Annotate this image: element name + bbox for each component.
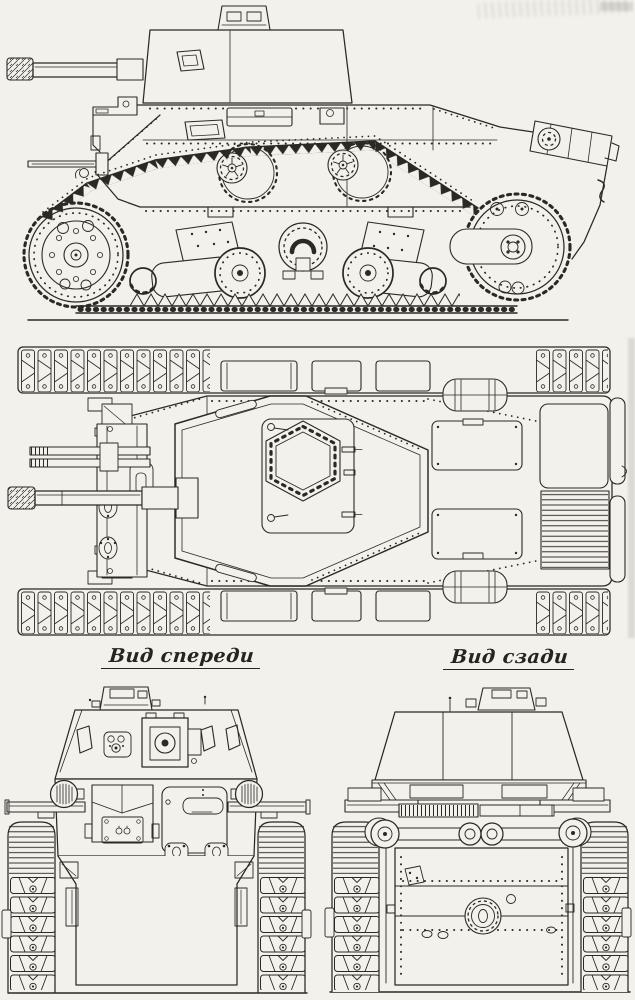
front-track-left: [1, 821, 56, 993]
headlight-right: [234, 779, 264, 809]
tow-hook: [79, 168, 89, 178]
rear-track-left: [324, 821, 380, 993]
cupola-front: [91, 686, 161, 711]
hull-front-plate: [54, 778, 258, 862]
front-view-label: Вид спереди: [100, 645, 263, 669]
rear-wheel-drums: [442, 378, 508, 604]
rear-fenders: [344, 787, 611, 818]
tank-side-view-drawing: [6, 5, 620, 321]
rear-wheel: [449, 192, 572, 302]
upper-track-run: [41, 135, 479, 225]
front-track-right: [257, 821, 312, 993]
front-wheel: [22, 201, 130, 309]
top-track-upper: [17, 346, 611, 395]
turret-vision-port: [176, 49, 205, 72]
rear-hatch-cap: [464, 897, 502, 935]
top-gun: [7, 442, 199, 519]
turret-front-face: [54, 695, 258, 780]
headlight-left: [49, 779, 79, 809]
hull-front-structures: [27, 96, 138, 179]
rear-axles: [364, 817, 592, 849]
rear-deck-muffler: [529, 120, 620, 260]
gun-muzzle-front: [161, 739, 169, 747]
top-track-lower: [17, 587, 611, 636]
lower-hull-front: [57, 855, 255, 986]
muzzle-brake-top: [7, 486, 36, 510]
return-rollers: [216, 141, 393, 204]
mg-ball-mount: [103, 731, 132, 758]
rear-hook: [597, 179, 605, 203]
engine-deck: [431, 403, 610, 570]
cupola: [217, 5, 271, 31]
turret-roof-hatch: [261, 418, 363, 534]
driver-hatch: [91, 784, 154, 843]
fenders-headlights: [4, 779, 311, 819]
tank-top-view-drawing: [7, 346, 627, 636]
main-gun: [6, 57, 144, 81]
rear-view-label: Вид сзади: [442, 646, 577, 670]
tank-front-view-drawing: [1, 686, 312, 994]
vision-slit-left: [76, 725, 93, 754]
rear-bracket: [404, 865, 425, 886]
hull-side: [94, 104, 534, 218]
tank-rear-view-drawing: [324, 687, 632, 993]
bottom-track-run: [75, 292, 518, 314]
vision-slit-right: [200, 725, 216, 752]
rear-track-right: [580, 821, 632, 993]
rear-plate: [385, 844, 575, 986]
hull-rear-top-band: [371, 779, 587, 801]
suspension: [129, 221, 447, 299]
turret-side: [142, 29, 353, 104]
muzzle-brake: [6, 57, 34, 81]
cupola-rear: [465, 687, 547, 711]
radio-operator-plate: [161, 786, 228, 854]
hull-vision-port: [184, 119, 226, 141]
